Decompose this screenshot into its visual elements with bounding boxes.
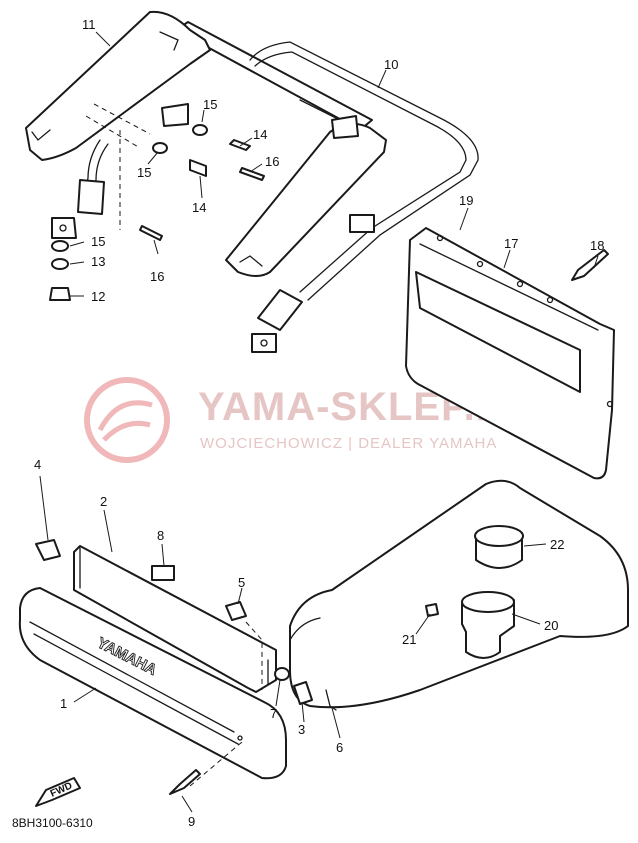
watermark-logo-icon (84, 377, 170, 463)
part-tank-body (289, 479, 629, 709)
callout-4: 4 (34, 457, 41, 472)
part-11-side-rail-left (25, 10, 211, 161)
callout-11: 11 (82, 17, 96, 32)
rack-mount-bracket-right (257, 289, 303, 331)
callout-3: 3 (298, 722, 305, 737)
dashed-guide-lower (189, 621, 263, 787)
callout-14-top: 14 (253, 127, 267, 142)
fasteners-upper (49, 124, 265, 301)
callout-18: 18 (590, 238, 604, 253)
callout-15-mid: 15 (137, 165, 151, 180)
callout-22: 22 (550, 537, 564, 552)
part-8-label (151, 565, 175, 581)
callout-21: 21 (402, 632, 416, 647)
part-17-mud-flap (405, 227, 615, 480)
part-19-flap-plate (415, 271, 581, 393)
callout-6: 6 (336, 740, 343, 755)
callout-9: 9 (188, 814, 195, 829)
callout-16-mid: 16 (150, 269, 164, 284)
part-20-filler-neck (461, 599, 515, 659)
callout-20: 20 (544, 618, 558, 633)
part-code: 8BH3100-6310 (12, 816, 93, 830)
part-2-bracket-plate (73, 545, 277, 693)
part-21-plug (425, 603, 439, 617)
watermark-subtitle: WOJCIECHOWICZ | DEALER YAMAHA (200, 435, 497, 452)
fwd-arrow-icon: FWD (35, 777, 81, 807)
callout-5: 5 (238, 575, 245, 590)
callout-14-mid: 14 (192, 200, 206, 215)
callout-12: 12 (91, 289, 105, 304)
callout-19: 19 (459, 193, 473, 208)
leader-lines (39, 31, 599, 813)
watermark-logo-swirl (97, 400, 153, 442)
part-11-side-rail-right (225, 115, 387, 277)
callout-8: 8 (157, 528, 164, 543)
callouts: 11 10 15 14 15 16 14 16 15 13 12 19 17 1… (34, 17, 604, 829)
callout-1: 1 (60, 696, 67, 711)
callout-10: 10 (384, 57, 398, 72)
callout-15-top: 15 (203, 97, 217, 112)
callout-15-low: 15 (91, 234, 105, 249)
fasteners-lower (35, 539, 337, 795)
callout-17: 17 (504, 236, 518, 251)
callout-2: 2 (100, 494, 107, 509)
callout-16-top: 16 (265, 154, 279, 169)
dashed-guide-upper (85, 103, 151, 230)
callout-7: 7 (270, 706, 277, 721)
callout-13: 13 (91, 254, 105, 269)
